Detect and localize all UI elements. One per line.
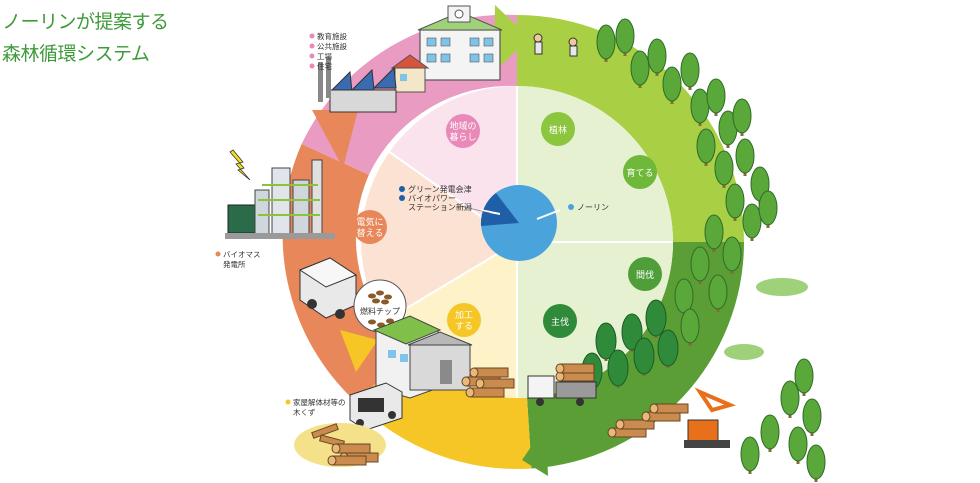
excavator-illustration bbox=[684, 392, 730, 448]
stage-label-harvest: 主伐 bbox=[551, 316, 569, 328]
legend-norin: ノーリン bbox=[577, 203, 609, 212]
biomass-label: バイオマス 発電所 bbox=[216, 250, 261, 269]
stage-harvest: 主伐 bbox=[543, 304, 577, 338]
label-waste-2: 木くず bbox=[293, 407, 316, 417]
label-education: 教育施設 bbox=[317, 31, 347, 41]
label-wood-chip: 燃料チップ bbox=[360, 306, 400, 316]
legend-bio-power-2: ステーション新潟 bbox=[408, 202, 472, 212]
stage-label-power-2: 替える bbox=[357, 227, 384, 239]
stage-process: 加工 する bbox=[447, 303, 481, 337]
legend-bio-power-1: バイオパワー bbox=[408, 194, 456, 203]
lightning-icon bbox=[230, 150, 250, 180]
community-labels: 教育施設 公共施設 工場 住宅 bbox=[310, 31, 348, 71]
stage-label-grow: 育てる bbox=[626, 167, 653, 179]
stage-label-plant: 植林 bbox=[549, 124, 567, 136]
scrap-wood-pile bbox=[294, 423, 386, 467]
stage-label-power-1: 電気に bbox=[356, 216, 383, 228]
stage-power: 電気に 替える bbox=[353, 210, 387, 244]
label-biomass-2: 発電所 bbox=[223, 259, 246, 269]
legend-green-power: グリーン発電会津 bbox=[408, 184, 472, 194]
stage-label-process-1: 加工 bbox=[455, 310, 473, 321]
stage-grow: 育てる bbox=[623, 155, 657, 189]
stage-label-thin: 間伐 bbox=[636, 269, 654, 281]
label-factory: 工場 bbox=[317, 51, 332, 61]
label-biomass-1: バイオマス bbox=[223, 250, 261, 259]
biomass-plant-illustration bbox=[225, 150, 335, 239]
label-housing: 住宅 bbox=[317, 61, 332, 71]
stage-plant: 植林 bbox=[541, 112, 575, 146]
stage-thin: 間伐 bbox=[628, 257, 662, 291]
label-public: 公共施設 bbox=[317, 41, 347, 51]
stage-label-process-2: する bbox=[455, 321, 473, 332]
label-waste-1: 家屋解体材等の bbox=[293, 397, 346, 407]
stage-label-community-1: 地域の bbox=[449, 120, 476, 132]
stage-community: 地域の 暮らし bbox=[446, 114, 480, 148]
waste-wood-label: 家屋解体材等の 木くず bbox=[286, 397, 346, 417]
stage-label-community-2: 暮らし bbox=[449, 131, 476, 143]
